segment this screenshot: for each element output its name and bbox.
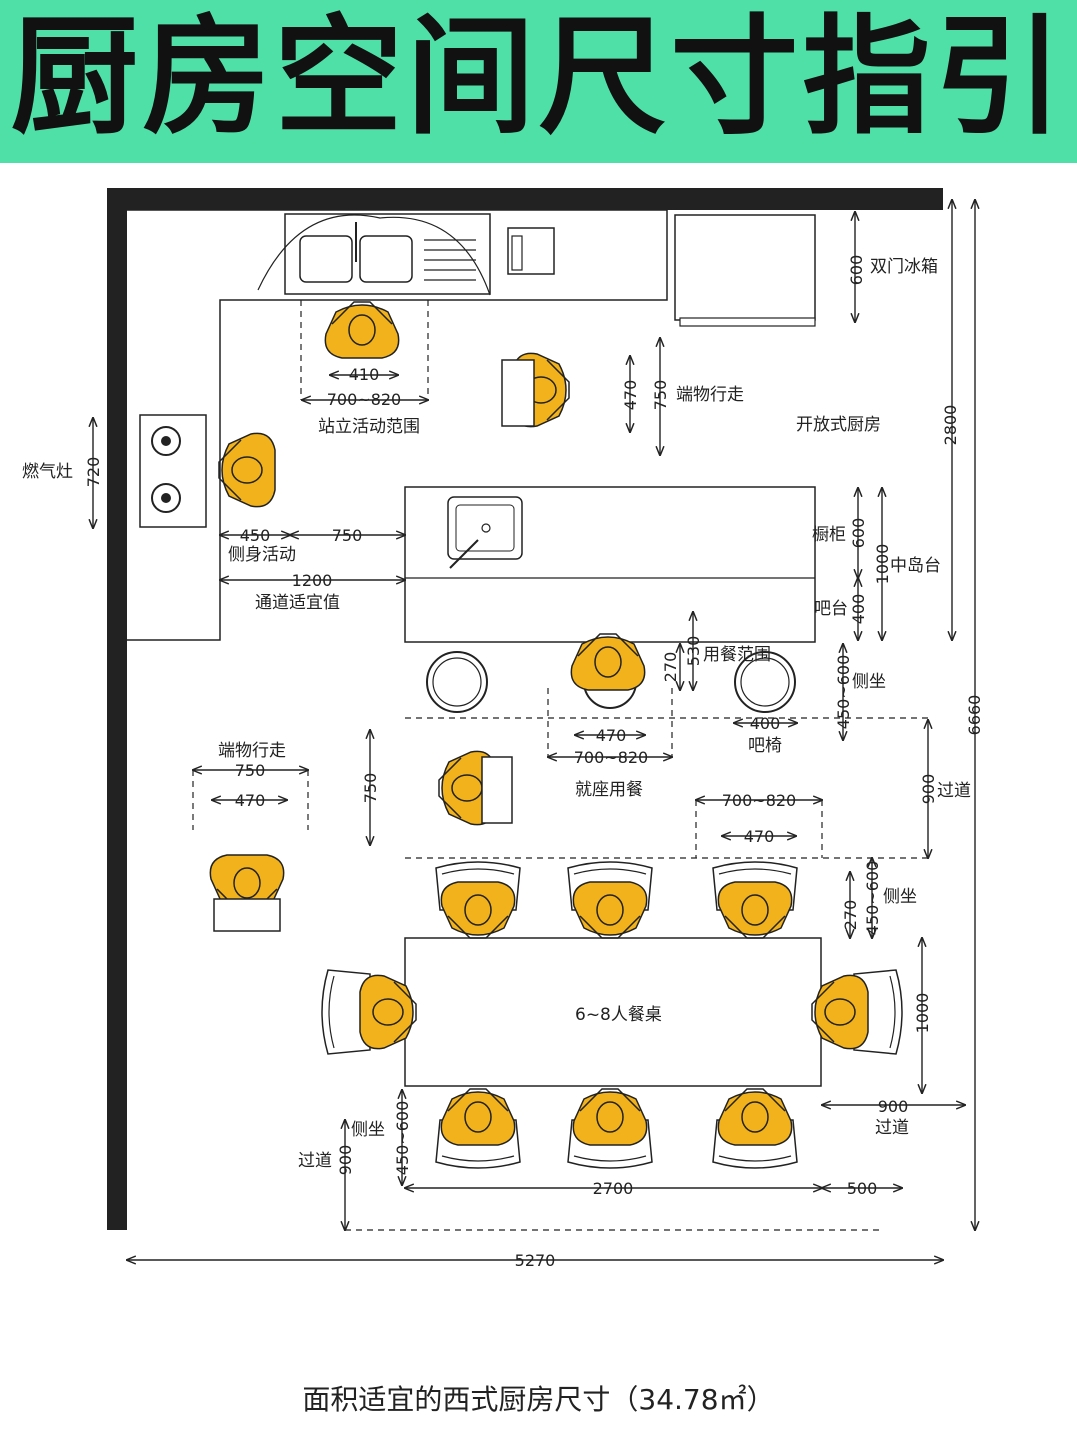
trays xyxy=(213,359,535,932)
label-passage-right: 过道 xyxy=(937,781,971,801)
dim-6660: 6660 xyxy=(965,695,984,736)
dim-750-walk: 750 xyxy=(235,761,266,780)
page-title: 厨房空间尺寸指引 xyxy=(10,3,1067,152)
dim-750-carry: 750 xyxy=(651,380,670,411)
label-table: 6~8人餐桌 xyxy=(575,1005,662,1025)
dim-1200: 1200 xyxy=(292,571,333,590)
dim-1000-table: 1000 xyxy=(913,993,932,1034)
area-labels: 双门冰箱 开放式厨房 燃气灶 站立活动范围 端物行走 侧身活动 通道适宜值 橱柜… xyxy=(22,257,971,1171)
dim-270-table: 270 xyxy=(841,900,860,931)
label-island: 中岛台 xyxy=(890,556,941,576)
dim-750-aisle: 750 xyxy=(332,526,363,545)
label-carry-walk-top: 端物行走 xyxy=(676,385,744,405)
dim-470-carry: 470 xyxy=(621,380,640,411)
label-cabinet: 橱柜 xyxy=(812,525,846,545)
knife-board xyxy=(507,227,555,275)
dim-400-stool: 400 xyxy=(750,714,781,733)
dim-450-600-bar: 450~600 xyxy=(834,655,853,729)
label-side-activity: 侧身活动 xyxy=(228,545,296,565)
top-counter xyxy=(127,209,668,641)
label-side-sit-left: 侧坐 xyxy=(351,1120,385,1140)
label-side-sit-top: 侧坐 xyxy=(852,672,886,692)
title-banner: 厨房空间尺寸指引 xyxy=(0,0,1077,163)
label-bar: 吧台 xyxy=(814,599,848,619)
dimension-values: 600 2800 6660 720 410 700~820 470 750 45… xyxy=(84,255,984,1270)
caption: 面积适宜的西式厨房尺寸（34.78㎡） xyxy=(302,1383,775,1416)
dim-270-bar: 270 xyxy=(661,652,680,683)
dining-table xyxy=(404,937,822,1087)
range-dashes xyxy=(192,300,930,1231)
label-carry-walk-left: 端物行走 xyxy=(218,741,286,761)
double-sink xyxy=(257,213,491,296)
dim-750-left: 750 xyxy=(361,773,380,804)
label-fridge: 双门冰箱 xyxy=(870,257,938,277)
dim-400-bar: 400 xyxy=(849,594,868,625)
label-passage-bottom: 过道 xyxy=(875,1118,909,1138)
dim-470-walk: 470 xyxy=(235,791,266,810)
dim-700-820-sink: 700~820 xyxy=(327,390,401,409)
label-bar-stool: 吧椅 xyxy=(748,736,782,756)
dim-530: 530 xyxy=(684,636,703,667)
label-dining-range: 用餐范围 xyxy=(703,645,771,665)
label-stand-range: 站立活动范围 xyxy=(318,417,420,437)
dim-900-side: 900 xyxy=(878,1097,909,1116)
dim-450: 450 xyxy=(240,526,271,545)
dim-450-600-left: 450~600 xyxy=(393,1101,412,1175)
dim-410: 410 xyxy=(349,365,380,384)
label-passage-left: 过道 xyxy=(298,1151,332,1171)
dim-700-820-right: 700~820 xyxy=(722,791,796,810)
dim-450-600-table: 450~600 xyxy=(863,861,882,935)
dim-900-left: 900 xyxy=(336,1145,355,1176)
dim-600-cabinet: 600 xyxy=(849,518,868,549)
dim-470-bar: 470 xyxy=(596,726,627,745)
dim-720: 720 xyxy=(84,457,103,488)
dimension-lines xyxy=(93,200,975,1260)
dim-600-fridge: 600 xyxy=(847,255,866,286)
double-door-fridge xyxy=(674,214,816,327)
label-side-sit-right: 侧坐 xyxy=(883,887,917,907)
dim-700-820-bar: 700~820 xyxy=(574,748,648,767)
label-stove: 燃气灶 xyxy=(22,462,73,482)
dim-900-right: 900 xyxy=(919,774,938,805)
label-open-kitchen: 开放式厨房 xyxy=(796,415,881,435)
dim-500: 500 xyxy=(847,1179,878,1198)
gas-stove xyxy=(139,414,207,528)
dim-5270: 5270 xyxy=(515,1251,556,1270)
kitchen-island xyxy=(404,486,816,643)
dim-2700: 2700 xyxy=(593,1179,634,1198)
dim-470-right: 470 xyxy=(744,827,775,846)
walls xyxy=(107,188,943,1230)
label-aisle: 通道适宜值 xyxy=(255,593,340,613)
dim-2800: 2800 xyxy=(941,405,960,446)
dim-1000-island: 1000 xyxy=(873,544,892,585)
label-seated-dining: 就座用餐 xyxy=(575,780,643,800)
floor-plan: 600 2800 6660 720 410 700~820 470 750 45… xyxy=(22,188,984,1270)
